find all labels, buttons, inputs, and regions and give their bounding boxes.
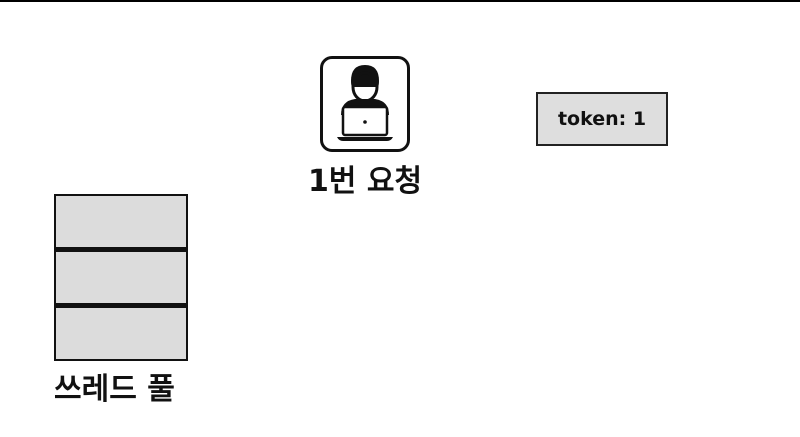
- thread-pool: [54, 194, 188, 361]
- top-divider: [0, 0, 800, 2]
- thread-slot: [56, 196, 186, 247]
- token-box: token: 1: [536, 92, 668, 146]
- thread-slot: [56, 247, 186, 303]
- token-label: token: 1: [557, 108, 647, 130]
- request-label: 1번 요청: [307, 164, 423, 199]
- user-laptop-icon: [320, 56, 410, 152]
- thread-pool-label: 쓰레드 풀: [54, 372, 175, 407]
- thread-slot: [56, 303, 186, 359]
